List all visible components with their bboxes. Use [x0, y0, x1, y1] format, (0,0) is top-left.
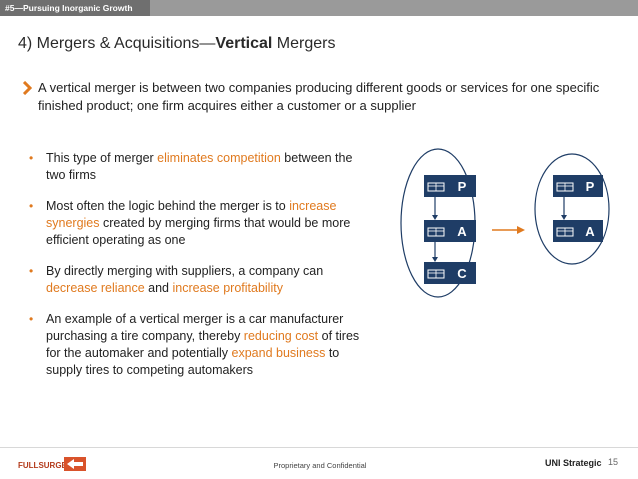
node-label: P	[458, 179, 467, 194]
connector-arrowhead	[432, 257, 438, 262]
page-title: 4) Mergers & Acquisitions—Vertical Merge…	[18, 35, 335, 53]
bullet-item: • An example of a vertical merger is a ca…	[28, 311, 368, 379]
bullet-highlight: expand business	[231, 346, 326, 360]
title-emphasis: Vertical	[215, 35, 273, 52]
connector-arrowhead	[561, 215, 567, 220]
node-a-left: A	[424, 220, 476, 242]
bullet-text: By directly merging with suppliers, a co…	[46, 264, 324, 278]
node-a-right: A	[553, 220, 603, 242]
title-prefix: 4) Mergers & Acquisitions—	[18, 35, 216, 52]
right-group-ellipse	[534, 153, 610, 265]
bullet-text: and	[144, 281, 173, 295]
bullet-text: of tires for the automaker and potential…	[46, 329, 360, 360]
bullet-text: This type of merger	[46, 151, 158, 165]
node-label: A	[585, 224, 595, 239]
title-suffix: Mergers	[272, 35, 336, 52]
merge-arrowhead	[517, 226, 525, 234]
connector-arrowhead	[432, 215, 438, 220]
bullet-item: • By directly merging with suppliers, a c…	[28, 263, 368, 297]
node-p-right: P	[553, 175, 603, 197]
bullet-dot-icon: •	[29, 264, 34, 278]
node-label: A	[457, 224, 467, 239]
bullet-item: • This type of merger eliminates competit…	[28, 150, 368, 184]
node-label: C	[457, 266, 467, 281]
intro-text: A vertical merger is between two compani…	[38, 80, 600, 113]
vertical-merger-diagram: P A C P A	[400, 148, 610, 298]
bullet-dot-icon: •	[29, 199, 34, 213]
company-logo: FULLSURGE	[18, 457, 86, 471]
page-number: 15	[608, 457, 619, 467]
bullet-text: An example of a vertical merger is a car…	[46, 312, 344, 343]
footer-divider	[0, 447, 638, 448]
top-bar: #5—Pursuing Inorganic Growth	[0, 0, 638, 16]
bullet-highlight: decrease reliance	[46, 281, 145, 295]
bullet-highlight: increase synergies	[46, 199, 337, 230]
footer-brand: UNI Strategic	[545, 458, 602, 468]
bullet-text: created by merging firms that would be m…	[46, 216, 351, 247]
intro-paragraph: A vertical merger is between two compani…	[22, 79, 612, 115]
bullet-text: Most often the logic behind the merger i…	[46, 199, 290, 213]
bullet-dot-icon: •	[29, 312, 34, 326]
bullet-list: • This type of merger eliminates competit…	[28, 150, 368, 393]
logo-text: FULLSURGE	[18, 461, 68, 470]
node-p-left: P	[424, 175, 476, 197]
bullet-highlight: eliminates competition	[157, 151, 281, 165]
footer-confidential: Proprietary and Confidential	[273, 461, 367, 470]
bullet-text: to supply tires to competing automakers	[46, 346, 340, 377]
bullet-highlight: increase profitability	[172, 281, 283, 295]
node-label: P	[586, 179, 595, 194]
section-label: #5—Pursuing Inorganic Growth	[0, 0, 150, 16]
bullet-highlight: reducing cost	[243, 329, 319, 343]
bullet-text: between the two firms	[46, 151, 353, 182]
bullet-item: • Most often the logic behind the merger …	[28, 198, 368, 249]
bullet-dot-icon: •	[29, 151, 34, 165]
chevron-right-icon	[22, 81, 32, 95]
node-c-left: C	[424, 262, 476, 284]
